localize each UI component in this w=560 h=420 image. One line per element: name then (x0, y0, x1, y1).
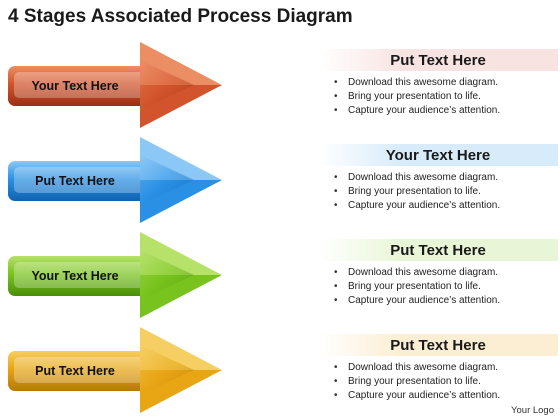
panel-heading: Put Text Here (390, 337, 486, 354)
bullet-list: Download this awesome diagram.Bring your… (332, 76, 500, 118)
stage-arrow-1 (8, 42, 222, 128)
logo-text: Your Logo (511, 405, 554, 416)
panel-header-bg (318, 144, 558, 166)
panel-heading: Put Text Here (390, 242, 486, 259)
bullet-item: Download this awesome diagram. (332, 266, 500, 280)
bullet-list: Download this awesome diagram.Bring your… (332, 171, 500, 213)
arrow-bar (8, 351, 158, 391)
bullet-item: Capture your audience’s attention. (332, 389, 500, 403)
arrow-bar (8, 161, 158, 201)
panel-heading: Put Text Here (390, 52, 486, 69)
panel-header-bg (318, 239, 558, 261)
stage-label: Put Text Here (35, 364, 115, 378)
arrow-bar-highlight (14, 72, 144, 98)
arrow-bar (8, 256, 158, 296)
arrow-head-shade (140, 155, 194, 205)
stage-1: Your Text Here Put Text HereDownload this… (0, 40, 560, 130)
stage-arrow-3 (8, 232, 222, 318)
bullet-item: Capture your audience’s attention. (332, 294, 500, 308)
stage-label: Your Text Here (31, 79, 119, 93)
arrow-bar-highlight (14, 357, 144, 383)
bullet-list: Download this awesome diagram.Bring your… (332, 361, 500, 403)
stage-label: Put Text Here (35, 174, 115, 188)
stage-arrow-2 (8, 137, 222, 223)
stage-label: Your Text Here (31, 269, 119, 283)
stage-arrow-4 (8, 327, 222, 413)
arrow-bar (8, 66, 158, 106)
bullet-item: Download this awesome diagram. (332, 361, 500, 375)
panel-header-bg (318, 49, 558, 71)
bullet-item: Download this awesome diagram. (332, 76, 500, 90)
arrow-head-shade (140, 345, 194, 395)
arrow-bar-highlight (14, 262, 144, 288)
bullet-item: Capture your audience’s attention. (332, 199, 500, 213)
panel-header-bg (318, 334, 558, 356)
bullet-item: Bring your presentation to life. (332, 185, 500, 199)
bullet-item: Bring your presentation to life. (332, 280, 500, 294)
panel-heading: Your Text Here (385, 147, 491, 164)
bullet-item: Download this awesome diagram. (332, 171, 500, 185)
bullet-list: Download this awesome diagram.Bring your… (332, 266, 500, 308)
stage-2: Put Text Here Your Text HereDownload this… (0, 135, 560, 225)
arrow-bar-highlight (14, 167, 144, 193)
bullet-item: Capture your audience’s attention. (332, 104, 500, 118)
bullet-item: Bring your presentation to life. (332, 90, 500, 104)
page-title: 4 Stages Associated Process Diagram (8, 6, 353, 27)
arrow-head-shade (140, 60, 194, 110)
bullet-item: Bring your presentation to life. (332, 375, 500, 389)
arrow-head-shade (140, 250, 194, 300)
stage-3: Your Text Here Put Text HereDownload this… (0, 230, 560, 320)
